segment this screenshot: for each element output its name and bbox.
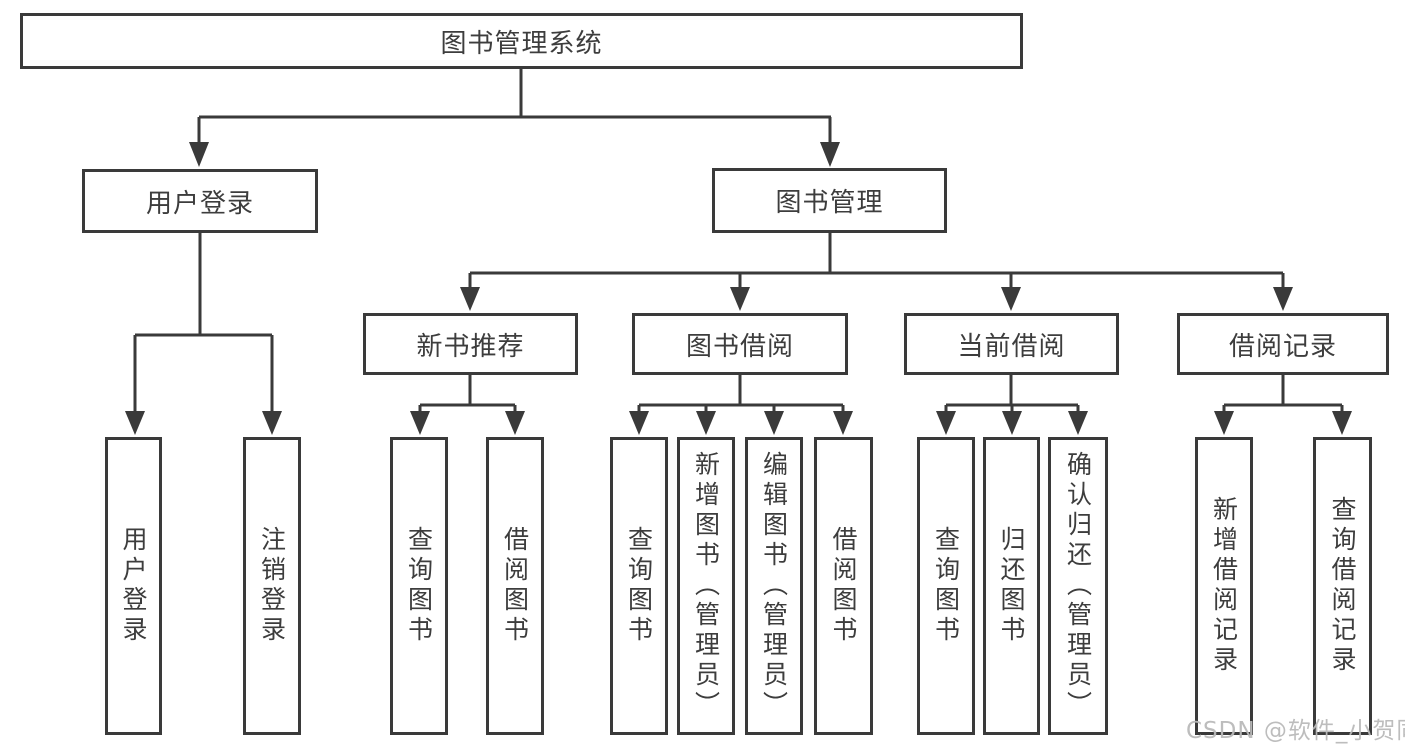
node-current-borrowing: 当前借阅 [904,313,1119,375]
node-label: 图书管理 [775,188,884,218]
leaf-label: 借阅图书 [829,526,858,646]
leaf-label: 借阅图书 [500,526,530,646]
node-borrowing-records: 借阅记录 [1177,313,1389,375]
leaf-confirm-return-admin: 确认归还（管理员） [1048,437,1108,735]
leaf-label: 确认归还（管理员） [1063,451,1093,721]
node-user-login: 用户登录 [82,169,318,233]
leaf-label: 注销登录 [257,526,287,646]
node-label: 借阅记录 [1228,331,1337,362]
leaf-label: 用户登录 [119,526,148,646]
leaf-logout: 注销登录 [243,437,301,735]
leaf-label: 归还图书 [997,526,1026,646]
node-label: 用户登录 [145,188,254,219]
node-label: 当前借阅 [957,331,1066,362]
node-label: 图书管理系统 [440,28,603,59]
node-new-book-recommendation: 新书推荐 [363,313,578,375]
leaf-label: 查询图书 [624,526,654,646]
node-book-borrowing: 图书借阅 [632,313,848,375]
node-label: 图书借阅 [685,331,794,362]
node-book-management: 图书管理 [712,168,947,233]
leaf-label: 编辑图书（管理员） [759,451,789,721]
leaf-query-books-recommend: 查询图书 [390,437,448,735]
leaf-query-borrow-record: 查询借阅记录 [1313,437,1372,735]
leaf-user-login: 用户登录 [105,437,162,735]
leaf-borrow-books-recommend: 借阅图书 [486,437,544,735]
leaf-add-borrow-record: 新增借阅记录 [1195,437,1253,735]
leaf-label: 查询图书 [404,526,434,646]
leaf-query-books-borrowing: 查询图书 [610,437,668,735]
leaf-query-books-current: 查询图书 [917,437,975,735]
csdn-watermark: CSDN @软件_小贺同学 [1186,718,1405,744]
leaf-return-books: 归还图书 [983,437,1040,735]
leaf-add-books-admin: 新增图书（管理员） [677,437,735,735]
leaf-label: 查询图书 [931,526,961,646]
node-system-root: 图书管理系统 [20,13,1023,69]
leaf-label: 新增借阅记录 [1209,496,1239,676]
leaf-borrow-books: 借阅图书 [814,437,873,735]
leaf-label: 查询借阅记录 [1328,496,1357,676]
arrowheads [125,142,1352,435]
leaf-edit-books-admin: 编辑图书（管理员） [745,437,803,735]
node-label: 新书推荐 [416,331,525,362]
leaf-label: 新增图书（管理员） [691,451,721,721]
